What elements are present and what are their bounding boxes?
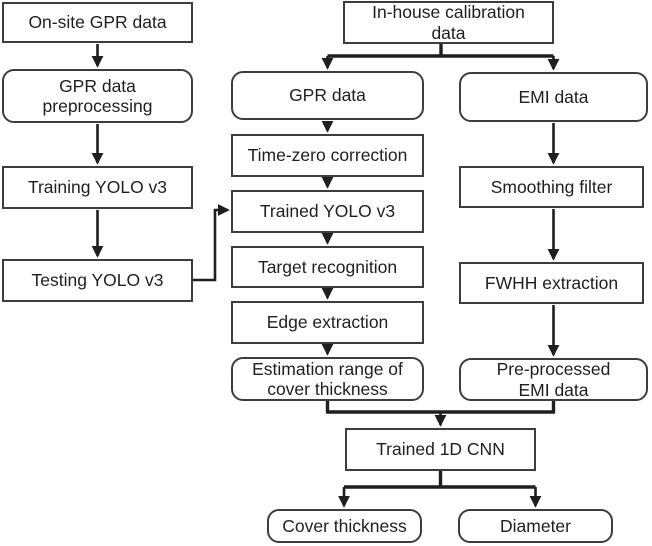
- node-smoothing-filter: Smoothing filter: [459, 166, 644, 208]
- node-fwhh-extraction: FWHH extraction: [459, 262, 644, 304]
- node-trained-yolo-v3: Trained YOLO v3: [231, 190, 424, 233]
- node-pre-processed-emi-data: Pre-processed EMI data: [459, 358, 648, 401]
- node-label: Estimation range of cover thickness: [252, 358, 403, 399]
- node-emi-data: EMI data: [459, 72, 648, 122]
- node-label: Trained YOLO v3: [259, 201, 396, 222]
- node-target-recognition: Target recognition: [231, 246, 424, 288]
- node-label: Testing YOLO v3: [31, 270, 164, 291]
- node-label: Smoothing filter: [490, 176, 613, 197]
- node-label: Time-zero correction: [247, 145, 408, 166]
- node-trained-1d-cnn: Trained 1D CNN: [345, 428, 536, 471]
- node-label: GPR data: [289, 85, 366, 106]
- node-label: Target recognition: [257, 256, 398, 277]
- node-label: Cover thickness: [282, 515, 407, 536]
- node-label: FWHH extraction: [484, 272, 619, 293]
- node-estimation-range-of-cover-thickness: Estimation range of cover thickness: [231, 357, 424, 401]
- node-cover-thickness: Cover thickness: [267, 509, 422, 543]
- node-gpr-data-preprocessing: GPR data preprocessing: [2, 69, 193, 123]
- node-edge-extraction: Edge extraction: [231, 301, 424, 344]
- node-label: In-house calibration data: [372, 2, 525, 43]
- node-label: Training YOLO v3: [27, 177, 168, 198]
- node-label: On-site GPR data: [28, 12, 167, 33]
- node-testing-yolo-v3: Testing YOLO v3: [2, 259, 193, 302]
- node-on-site-gpr-data: On-site GPR data: [2, 2, 193, 43]
- node-in-house-calibration-data: In-house calibration data: [343, 1, 554, 44]
- node-label: GPR data preprocessing: [42, 75, 153, 116]
- node-diameter: Diameter: [458, 509, 613, 543]
- node-label: EMI data: [518, 86, 589, 107]
- node-label: Pre-processed EMI data: [496, 359, 611, 400]
- node-label: Edge extraction: [266, 312, 389, 333]
- node-label: Diameter: [500, 515, 571, 536]
- edge-testing-to-trainedyolo: [192, 204, 230, 282]
- node-label: Trained 1D CNN: [376, 439, 505, 460]
- node-training-yolo-v3: Training YOLO v3: [2, 166, 193, 209]
- node-time-zero-correction: Time-zero correction: [231, 134, 424, 177]
- node-gpr-data: GPR data: [231, 71, 424, 120]
